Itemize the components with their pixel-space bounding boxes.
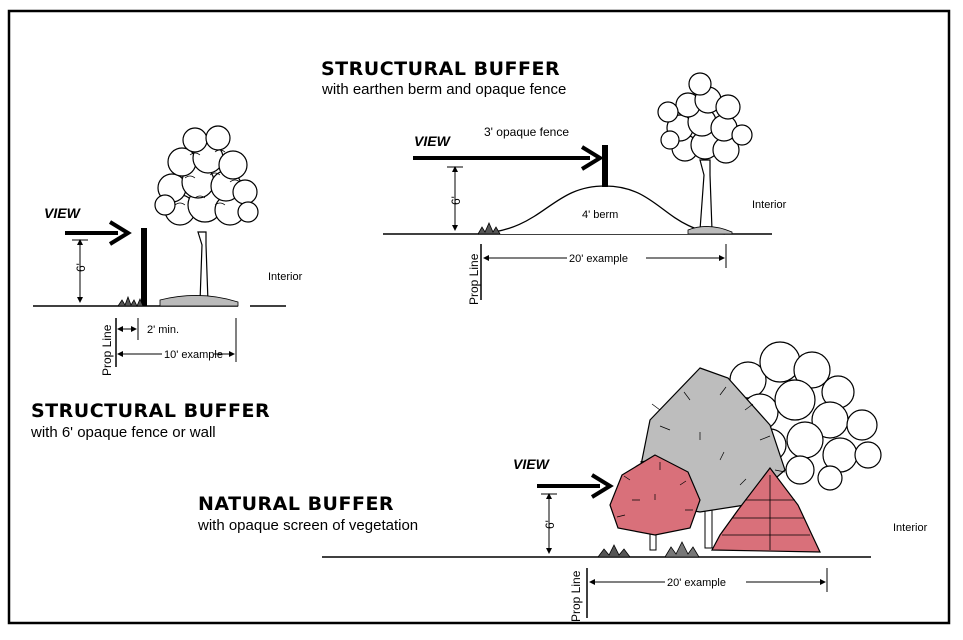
width-label: 10' example <box>164 349 223 361</box>
prop-line-label: Prop Line <box>100 324 114 376</box>
view-arrowhead <box>590 473 614 499</box>
view-label: VIEW <box>44 205 82 221</box>
natural-buffer-subtitle: with opaque screen of vegetation <box>198 517 419 534</box>
fence-label: 3' opaque fence <box>484 125 569 139</box>
berm-buffer-section: VIEW 3' opaque fence 4' berm 6' 20' exam… <box>383 72 787 305</box>
view-arrowhead <box>580 145 604 171</box>
red-conifer-tree-icon <box>711 467 821 553</box>
berm-buffer-subtitle: with earthen berm and opaque fence <box>322 81 567 98</box>
width-label: 20' example <box>667 577 726 589</box>
opaque-fence <box>141 228 147 306</box>
shrub-icon <box>117 295 144 307</box>
fence-buffer-subtitle: with 6' opaque fence or wall <box>31 424 216 441</box>
height-label: 6' <box>74 263 88 272</box>
natural-buffer-title: NATURAL BUFFER <box>198 493 395 515</box>
shrub-icon <box>597 544 631 558</box>
interior-label: Interior <box>268 271 303 283</box>
shrub-icon <box>477 222 501 235</box>
shrub-icon <box>664 541 700 558</box>
fence-buffer-section: VIEW 6' 2' min. 10' example Prop Line In… <box>33 125 303 376</box>
prop-line-label: Prop Line <box>467 253 481 305</box>
berm-buffer-title: STRUCTURAL BUFFER <box>321 58 561 80</box>
height-label: 6' <box>449 196 463 205</box>
deciduous-tree-icon <box>657 72 753 235</box>
view-label: VIEW <box>414 133 452 149</box>
fence-buffer-title: STRUCTURAL BUFFER <box>31 400 271 422</box>
height-label: 6' <box>543 520 557 529</box>
min-label: 2' min. <box>147 324 179 336</box>
deciduous-tree-icon <box>154 125 259 307</box>
red-tree-icon <box>609 454 701 551</box>
interior-label: Interior <box>752 199 787 211</box>
interior-label: Interior <box>893 522 928 534</box>
berm-label: 4' berm <box>582 209 618 221</box>
view-label: VIEW <box>513 456 551 472</box>
view-arrowhead <box>108 220 132 246</box>
opaque-fence <box>602 145 608 187</box>
diagram-frame <box>7 9 951 625</box>
width-label: 20' example <box>569 253 628 265</box>
prop-line-label: Prop Line <box>569 570 583 622</box>
natural-buffer-section: VIEW 6' 20' example Prop Line Interior <box>322 341 928 622</box>
